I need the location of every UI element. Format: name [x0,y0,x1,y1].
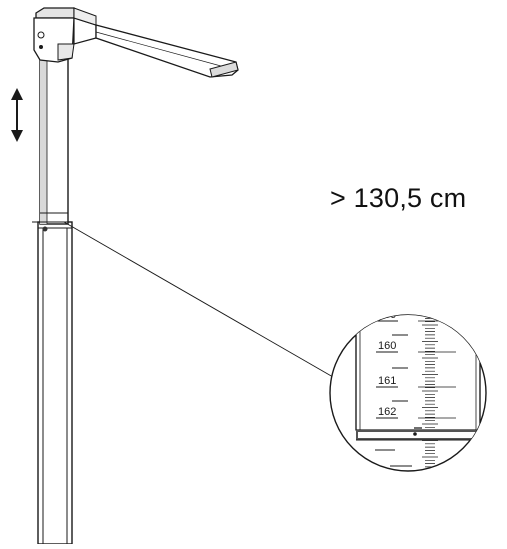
scale-label-162: 162 [378,406,396,418]
headboard [33,7,97,63]
measurement-label: > 130,5 cm [330,183,467,213]
callout-lines [32,221,334,378]
scale-magnifier: 159 160 161 162 [329,309,487,472]
scale-label-161: 161 [378,375,396,387]
lower-tube [37,221,73,545]
scale-label-159: 159 [378,309,396,321]
double-arrow-icon [11,88,23,142]
reading-point [42,226,48,232]
measuring-arm [95,24,239,78]
scale-label-160: 160 [378,340,396,352]
upper-tube [39,57,69,232]
